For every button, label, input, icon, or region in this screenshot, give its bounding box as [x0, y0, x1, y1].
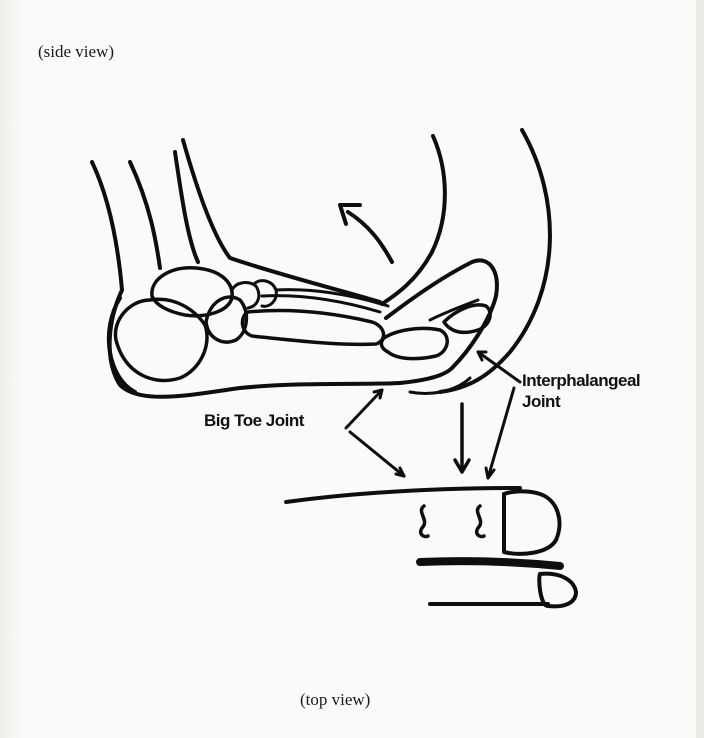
leg-outline — [92, 140, 380, 302]
side-view-caption: (side view) — [38, 42, 114, 62]
interphalangeal-label-line1: Interphalangeal — [522, 370, 652, 391]
top-view-caption: (top view) — [300, 690, 370, 710]
interphalangeal-joint-label: Interphalangeal Joint — [522, 370, 652, 412]
flex-direction-arrow — [340, 205, 392, 262]
big-toe-joint-label: Big Toe Joint — [204, 410, 304, 431]
top-view-toes — [286, 488, 576, 606]
interphalangeal-label-line2: Joint — [522, 391, 652, 412]
pointer-arrows — [346, 352, 520, 478]
